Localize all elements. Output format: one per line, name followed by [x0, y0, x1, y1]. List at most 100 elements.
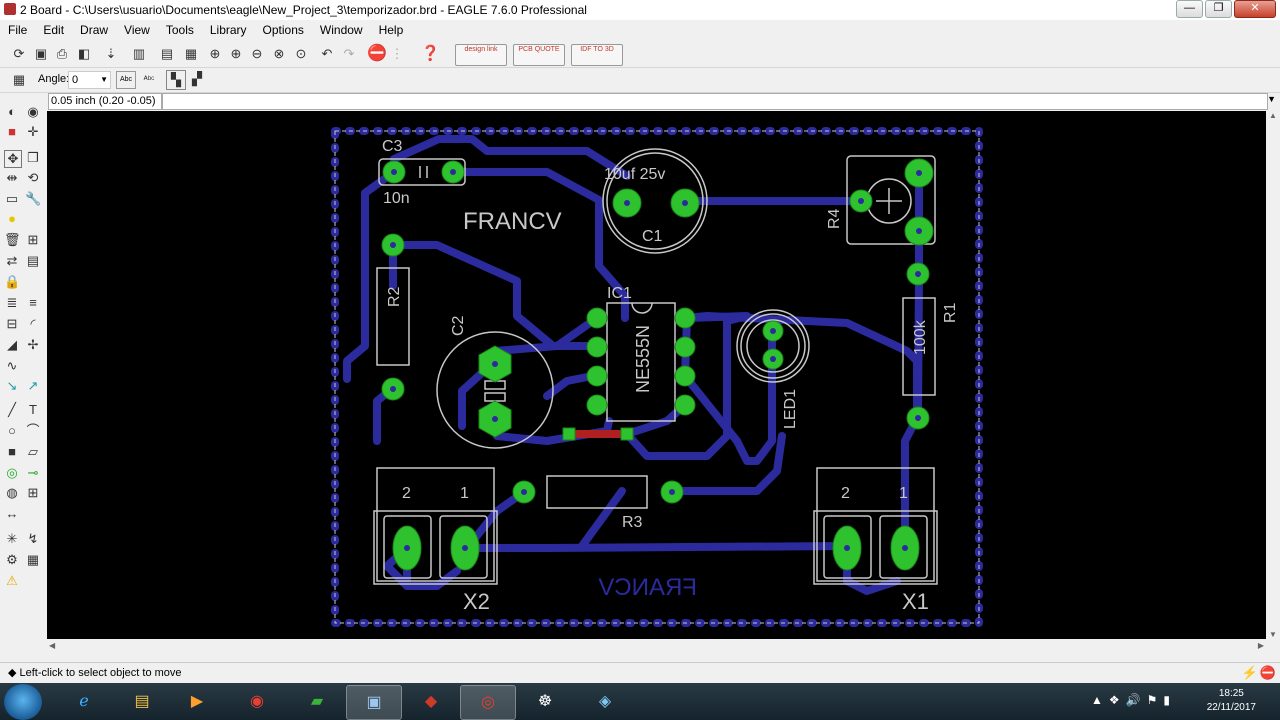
3d-app-icon[interactable]: ◆	[424, 693, 438, 710]
change-icon[interactable]: 🔧	[25, 191, 42, 206]
ie-icon[interactable]: ℯ	[79, 693, 89, 710]
script-icon[interactable]: ⇣	[105, 46, 117, 61]
via-icon[interactable]: ◎	[6, 465, 18, 480]
ulp-icon[interactable]: ▥	[132, 46, 146, 61]
close-button[interactable]: ✕	[1234, 0, 1276, 18]
maximize-button[interactable]: ❐	[1205, 0, 1232, 18]
menu-file[interactable]: File	[8, 23, 28, 37]
board-icon[interactable]: ▦	[184, 46, 198, 61]
zoom-out-icon[interactable]: ⊖	[251, 46, 263, 61]
command-dropdown-icon[interactable]: ▼	[1267, 94, 1276, 104]
rotate-icon[interactable]: ⟲	[27, 170, 39, 185]
dropbox-icon[interactable]: ❖	[1108, 693, 1120, 707]
menu-view[interactable]: View	[124, 23, 150, 37]
wire-icon[interactable]: ╱	[8, 402, 16, 417]
lightning-icon[interactable]: ⚡	[1241, 665, 1258, 680]
menu-help[interactable]: Help	[378, 23, 404, 37]
value-icon[interactable]: ≡	[29, 295, 37, 310]
menu-options[interactable]: Options	[262, 23, 304, 37]
cam-icon[interactable]: ◧	[77, 46, 91, 61]
explorer-icon[interactable]: ▤	[134, 693, 150, 710]
open-icon[interactable]: ⟳	[13, 46, 25, 61]
undo-icon[interactable]: ↶	[321, 46, 333, 61]
rect-icon[interactable]: ■	[8, 444, 16, 459]
stop-icon[interactable]: ⛔	[367, 45, 387, 62]
start-button[interactable]	[4, 684, 42, 720]
grid-icon[interactable]: ▦	[12, 72, 26, 87]
network-icon[interactable]: ▮	[1163, 693, 1170, 707]
split-icon[interactable]: ⊟	[6, 316, 18, 331]
meander-icon[interactable]: ✢	[27, 337, 39, 352]
clock[interactable]: 18:25 22/11/2017	[1207, 687, 1256, 715]
smash-icon[interactable]: ≣	[6, 295, 18, 310]
menu-draw[interactable]: Draw	[80, 23, 109, 37]
mirror-icon[interactable]: ⇹	[6, 170, 18, 185]
idf-to-3d-button[interactable]: IDF TO 3D	[571, 44, 623, 66]
board-canvas[interactable]: C3 10n 10uf 25v C1 FRANCV R4 R2 C2 IC1 N…	[47, 111, 1266, 639]
group-icon[interactable]: ▭	[5, 191, 19, 206]
print-icon[interactable]: ⎙	[56, 46, 68, 61]
menu-tools[interactable]: Tools	[165, 23, 194, 37]
optimize-icon[interactable]: ◢	[7, 337, 17, 352]
go-icon[interactable]: ⋮	[390, 46, 404, 61]
tray-arrow-icon[interactable]: ▲	[1091, 693, 1103, 707]
signal-icon[interactable]: ⊸	[27, 465, 39, 480]
eagle-task-icon[interactable]: ◎	[460, 685, 516, 720]
paste-icon[interactable]: ●	[8, 211, 16, 226]
miter-icon[interactable]: ◜	[30, 316, 36, 331]
text-icon[interactable]: T	[29, 402, 37, 417]
help-icon[interactable]: ❓	[421, 45, 440, 62]
redraw-icon[interactable]: ⊗	[273, 46, 285, 61]
scroll-up-icon[interactable]: ▲	[1269, 111, 1277, 120]
schematic-icon[interactable]: ▤	[160, 46, 174, 61]
zoom-in-icon[interactable]: ⊕	[230, 46, 242, 61]
erc-icon[interactable]: ⚙	[6, 552, 18, 567]
text-mirror-button[interactable]: Abc	[116, 71, 136, 89]
scroll-down-icon[interactable]: ▼	[1269, 630, 1277, 639]
horizontal-scrollbar[interactable]: ◀ ▶	[47, 639, 1266, 656]
pcb-quote-button[interactable]: PCB QUOTE	[513, 44, 565, 66]
media-player-icon[interactable]: ▶	[190, 693, 204, 710]
design-link-button[interactable]: design link	[455, 44, 507, 66]
pcb-app-icon[interactable]: ▰	[310, 693, 324, 710]
copy-icon[interactable]: ❐	[27, 150, 39, 165]
info-icon[interactable]: ◐	[8, 104, 16, 119]
angle-select[interactable]: 0 ▼	[68, 71, 111, 89]
move-icon[interactable]: ✥	[4, 150, 22, 168]
vertical-scrollbar[interactable]: ▲ ▼	[1266, 111, 1280, 639]
drc-icon[interactable]: ▦	[26, 552, 40, 567]
ripup-alt-icon[interactable]: ↗	[27, 378, 39, 393]
command-input[interactable]	[162, 93, 1268, 110]
zoom-select-icon[interactable]: ⊙	[295, 46, 307, 61]
remote-icon[interactable]: ▣	[346, 685, 402, 720]
lock-icon[interactable]: 🔒	[4, 274, 21, 289]
delete-icon[interactable]: 🗑	[4, 232, 21, 247]
menu-edit[interactable]: Edit	[43, 23, 65, 37]
steam-icon[interactable]: ☸	[537, 693, 553, 710]
polygon-icon[interactable]: ▱	[28, 444, 38, 459]
save-icon[interactable]: ▣	[34, 46, 48, 61]
chrome-icon[interactable]: ◉	[250, 693, 264, 710]
align-icon[interactable]: ▚	[166, 70, 186, 90]
redo-icon[interactable]: ↷	[343, 46, 355, 61]
arc-icon[interactable]: ⌒	[26, 423, 40, 438]
ratsnest-icon[interactable]: ✳	[6, 531, 18, 546]
ripup-icon[interactable]: ↘	[6, 378, 18, 393]
mark-icon[interactable]: ✛	[27, 124, 39, 139]
attribute-icon[interactable]: ⊞	[27, 485, 39, 500]
minimize-button[interactable]: —	[1176, 0, 1203, 18]
circle-icon[interactable]: ○	[8, 423, 16, 438]
spin-text-icon[interactable]: ᴬᵇᶜ	[143, 74, 155, 84]
route-icon[interactable]: ∿	[6, 358, 18, 373]
show-icon[interactable]: ◉	[27, 104, 39, 119]
dimension-icon[interactable]: ↔	[5, 506, 19, 521]
hole-icon[interactable]: ◍	[6, 485, 18, 500]
display-layers-icon[interactable]: ■	[8, 124, 16, 139]
stop-command-icon[interactable]: ⛔	[1259, 665, 1276, 680]
menu-window[interactable]: Window	[319, 23, 363, 37]
add-icon[interactable]: ⊞	[27, 232, 39, 247]
volume-icon[interactable]: 🔊	[1125, 693, 1141, 707]
flag-icon[interactable]: ⚑	[1146, 693, 1158, 707]
pinswap-icon[interactable]: ⇄	[6, 253, 18, 268]
zoom-fit-icon[interactable]: ⊕	[209, 46, 221, 61]
